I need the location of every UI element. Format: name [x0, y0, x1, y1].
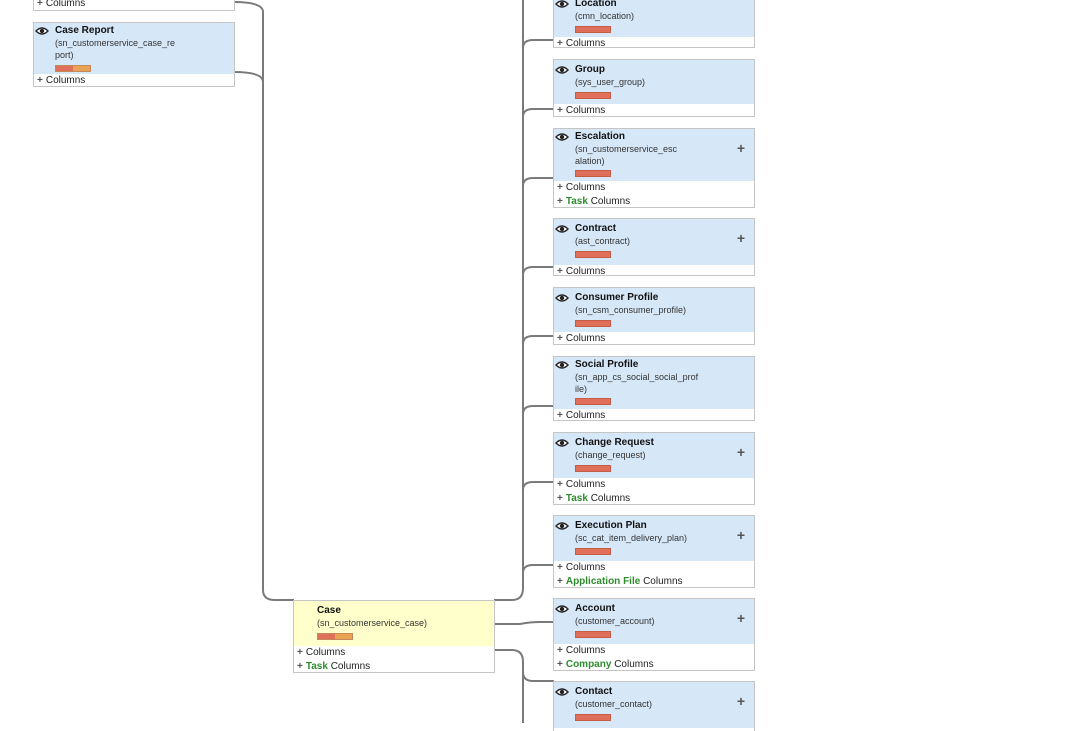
node-title[interactable]: Group: [575, 64, 605, 75]
eye-icon[interactable]: [555, 521, 569, 531]
expand-plus-icon[interactable]: +: [736, 610, 746, 626]
completeness-bar: [575, 251, 611, 258]
node-table-name: (sys_user_group): [575, 77, 646, 87]
completeness-bar: [575, 398, 611, 405]
completeness-bar: [55, 65, 91, 72]
expand-plus-icon[interactable]: +: [736, 444, 746, 460]
node-table-name: (sn_customerservice_case): [317, 618, 428, 628]
node-title[interactable]: Consumer Profile: [575, 292, 659, 303]
eye-icon[interactable]: [555, 687, 569, 697]
node-table-name: (customer_contact): [575, 699, 653, 709]
completeness-bar: [575, 548, 611, 555]
node-case: Case (sn_customerservice_case) +Columns …: [293, 600, 495, 673]
node-title[interactable]: Execution Plan: [575, 520, 647, 531]
eye-icon[interactable]: [555, 293, 569, 303]
columns-toggle[interactable]: +Columns: [557, 333, 606, 344]
node-account: + Account (customer_account) +Columns +C…: [553, 598, 755, 671]
columns-toggle[interactable]: +Columns: [37, 75, 86, 86]
node-execution-plan: + Execution Plan (sc_cat_item_delivery_p…: [553, 515, 755, 588]
node-contract: + Contract (ast_contract) +Columns: [553, 218, 755, 277]
columns-toggle[interactable]: +Columns: [557, 266, 606, 277]
eye-icon[interactable]: [555, 360, 569, 370]
columns-toggle[interactable]: +Columns: [557, 479, 606, 490]
node-title[interactable]: Account: [575, 603, 615, 614]
node-social-profile: Social Profile (sn_app_cs_social_social_…: [553, 356, 755, 421]
completeness-bar: [575, 465, 611, 472]
node-table-name: (sn_app_cs_social_social_profile): [575, 372, 699, 394]
expand-plus-icon[interactable]: +: [736, 527, 746, 543]
expand-plus-icon[interactable]: +: [736, 693, 746, 709]
node-title[interactable]: Location: [575, 0, 617, 9]
eye-icon[interactable]: [555, 224, 569, 234]
node-table-name: (sc_cat_item_delivery_plan): [575, 533, 688, 543]
node-consumer-profile: Consumer Profile (sn_csm_consumer_profil…: [553, 287, 755, 345]
node-title[interactable]: Case: [317, 605, 341, 616]
node-table-name: (customer_account): [575, 616, 655, 626]
task-columns-toggle[interactable]: +Task Columns: [297, 661, 371, 672]
node-contact: + Contact (customer_contact): [553, 681, 755, 731]
company-columns-toggle[interactable]: +Company Columns: [557, 659, 654, 670]
completeness-bar: [575, 92, 611, 99]
node-table-name: (cmn_location): [575, 11, 635, 21]
eye-icon[interactable]: [555, 0, 569, 9]
node-title[interactable]: Change Request: [575, 437, 654, 448]
node-top-left: +Columns: [33, 0, 235, 11]
eye-icon[interactable]: [555, 65, 569, 75]
node-table-name: (sn_csm_consumer_profile): [575, 305, 687, 315]
columns-toggle[interactable]: +Columns: [557, 182, 606, 193]
completeness-bar: [317, 633, 353, 640]
completeness-bar: [575, 631, 611, 638]
columns-toggle[interactable]: +Columns: [297, 647, 346, 658]
eye-icon[interactable]: [35, 26, 49, 36]
columns-toggle[interactable]: +Columns: [37, 0, 86, 9]
node-table-name: (change_request): [575, 450, 646, 460]
node-group: Group (sys_user_group) +Columns: [553, 59, 755, 117]
node-table-name: (sn_customerservice_case_report): [55, 38, 176, 60]
application-file-columns-toggle[interactable]: +Application File Columns: [557, 576, 683, 587]
node-title[interactable]: Social Profile: [575, 359, 639, 370]
node-location: Location (cmn_location) +Columns: [553, 0, 755, 49]
node-escalation: + Escalation (sn_customerservice_escalat…: [553, 128, 755, 208]
columns-toggle[interactable]: +Columns: [557, 562, 606, 573]
expand-plus-icon[interactable]: +: [736, 230, 746, 246]
completeness-bar: [575, 320, 611, 327]
node-table-name: (sn_customerservice_escalation): [575, 144, 678, 166]
columns-toggle[interactable]: +Columns: [557, 38, 606, 49]
columns-toggle[interactable]: +Columns: [557, 410, 606, 421]
node-table-name: (ast_contract): [575, 236, 631, 246]
columns-toggle[interactable]: +Columns: [557, 645, 606, 656]
node-title[interactable]: Case Report: [55, 25, 114, 36]
task-columns-toggle[interactable]: +Task Columns: [557, 196, 631, 207]
task-columns-toggle[interactable]: +Task Columns: [557, 493, 631, 504]
completeness-bar: [575, 26, 611, 33]
eye-icon[interactable]: [555, 604, 569, 614]
node-title[interactable]: Contact: [575, 686, 613, 697]
completeness-bar: [575, 170, 611, 177]
node-case-report: Case Report (sn_customerservice_case_rep…: [33, 22, 235, 87]
completeness-bar: [575, 714, 611, 721]
expand-plus-icon[interactable]: +: [736, 140, 746, 156]
columns-toggle[interactable]: +Columns: [557, 105, 606, 116]
node-title[interactable]: Escalation: [575, 131, 626, 142]
node-title[interactable]: Contract: [575, 223, 617, 234]
eye-icon[interactable]: [555, 132, 569, 142]
eye-icon[interactable]: [555, 438, 569, 448]
node-change-request: + Change Request (change_request) +Colum…: [553, 432, 755, 505]
